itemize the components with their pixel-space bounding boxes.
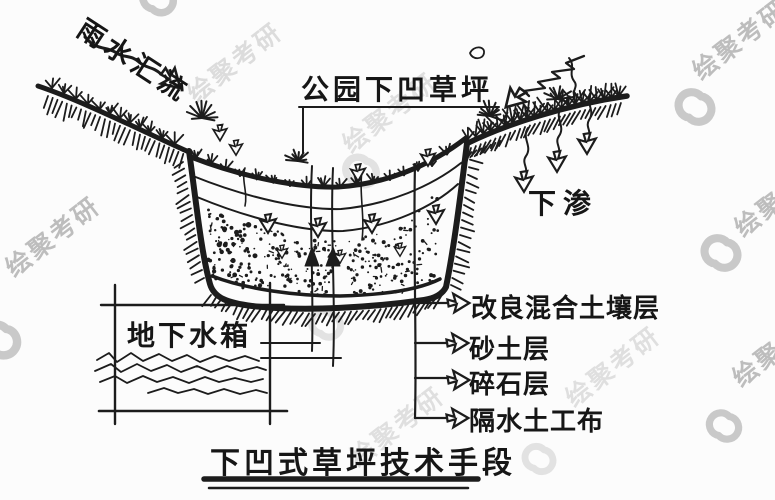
splash-mark: [349, 163, 367, 183]
scribble-mark: [469, 46, 485, 60]
infiltration-label: 下渗: [528, 188, 599, 219]
splash-mark: [212, 123, 228, 142]
park-sunken-lawn-label: 公园下凹草坪: [301, 74, 494, 105]
diagram-title: 下凹式草坪技术手段: [210, 447, 516, 480]
pipe-arrowhead: [304, 246, 320, 267]
tank-water-waves: [94, 352, 268, 395]
soil-layer-line-1: [192, 162, 462, 211]
layer-label-arrow: [446, 369, 471, 391]
underground-tank-label: 地下水箱: [127, 320, 252, 351]
rainwater-flow-arrow: [83, 35, 163, 76]
infiltration-arrowhead: [577, 131, 597, 155]
underground-tank-box: [97, 281, 289, 426]
splash-mark: [228, 139, 244, 156]
soil-layer-line-2: [196, 183, 459, 233]
splash-mark: [259, 213, 277, 234]
infiltration-arrowhead: [547, 149, 567, 173]
layer-label-improved-soil: 改良混合土壤层: [471, 293, 661, 323]
layer-label-arrow: [446, 292, 471, 314]
surface-squiggle: [568, 57, 577, 97]
splash-mark: [427, 204, 445, 225]
layer-label-gravel: 碎石层: [469, 369, 551, 399]
tank-pipe-line: [331, 167, 335, 367]
layer-label-arrow: [445, 332, 470, 354]
basin-bottom-inner-line: [210, 274, 442, 298]
layer-label-sand: 砂土层: [469, 334, 551, 364]
layer-break-line: [242, 167, 247, 207]
splash-mark: [363, 213, 381, 234]
layer-leader-vertical: [413, 162, 417, 420]
layer-label-arrow: [445, 407, 470, 429]
layer-label-geotextile: 隔水土工布: [469, 406, 605, 436]
geotextile-outline: [186, 140, 470, 312]
gravel-layer-marks: [209, 222, 428, 294]
runoff-zigzag-arrow: [522, 54, 586, 98]
splash-mark: [309, 217, 327, 238]
ground-surface-right: [465, 93, 630, 146]
ground-surface-left: [35, 83, 192, 155]
